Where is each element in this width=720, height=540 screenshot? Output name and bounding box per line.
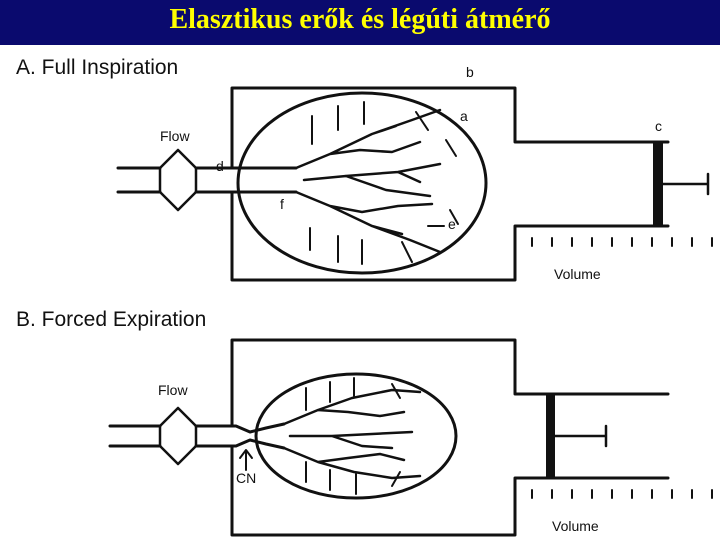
panel-a-marker-f: f bbox=[280, 196, 284, 212]
panel-a-piston bbox=[653, 142, 663, 226]
panel-a-hatching bbox=[309, 101, 459, 265]
panel-a-marker-e: e bbox=[448, 216, 456, 232]
panel-a-volume-ticks bbox=[531, 237, 713, 247]
panel-a-flow-label: Flow bbox=[160, 128, 190, 144]
panel-a-box-bottom bbox=[230, 190, 670, 282]
panel-b-tube-top bbox=[108, 422, 286, 434]
panel-b-piston bbox=[546, 394, 555, 478]
panel-b-bronchi bbox=[282, 388, 422, 480]
panel-b-lung bbox=[254, 372, 458, 500]
panel-b-marker-cn: CN bbox=[236, 470, 257, 486]
panel-b-flowmeter bbox=[158, 406, 198, 466]
panel-a-lung bbox=[236, 91, 488, 275]
panel-a-marker-a: a bbox=[460, 108, 468, 124]
panel-a-flowmeter bbox=[158, 148, 198, 212]
panel-a-marker-d: d bbox=[216, 158, 224, 174]
panel-b-hatching bbox=[305, 377, 401, 495]
panel-b-tube-bottom bbox=[108, 438, 286, 450]
panel-b-piston-rod bbox=[553, 424, 608, 448]
panel-b-cn-arrow bbox=[239, 449, 253, 471]
panel-b-box bbox=[230, 338, 670, 428]
panel-a-marker-c: c bbox=[655, 118, 662, 134]
panel-a-box bbox=[230, 86, 670, 170]
panel-a-piston-rod bbox=[661, 172, 710, 196]
panel-b-volume-ticks bbox=[531, 489, 713, 499]
panel-b-title: B. Forced Expiration bbox=[16, 308, 207, 331]
panel-a-marker-b: b bbox=[466, 64, 474, 80]
airway-diagram bbox=[108, 86, 713, 537]
panel-a-title: A. Full Inspiration bbox=[16, 56, 179, 79]
slide-title: Elasztikus erők és légúti átmérő bbox=[169, 4, 551, 35]
panel-b-box-bottom bbox=[230, 444, 670, 537]
title-bar bbox=[0, 0, 720, 45]
panel-a-volume-label: Volume bbox=[554, 266, 601, 282]
panel-b-flow-label: Flow bbox=[158, 382, 188, 398]
panel-b-volume-label: Volume bbox=[552, 518, 599, 534]
panel-a-bronchi bbox=[294, 108, 442, 254]
